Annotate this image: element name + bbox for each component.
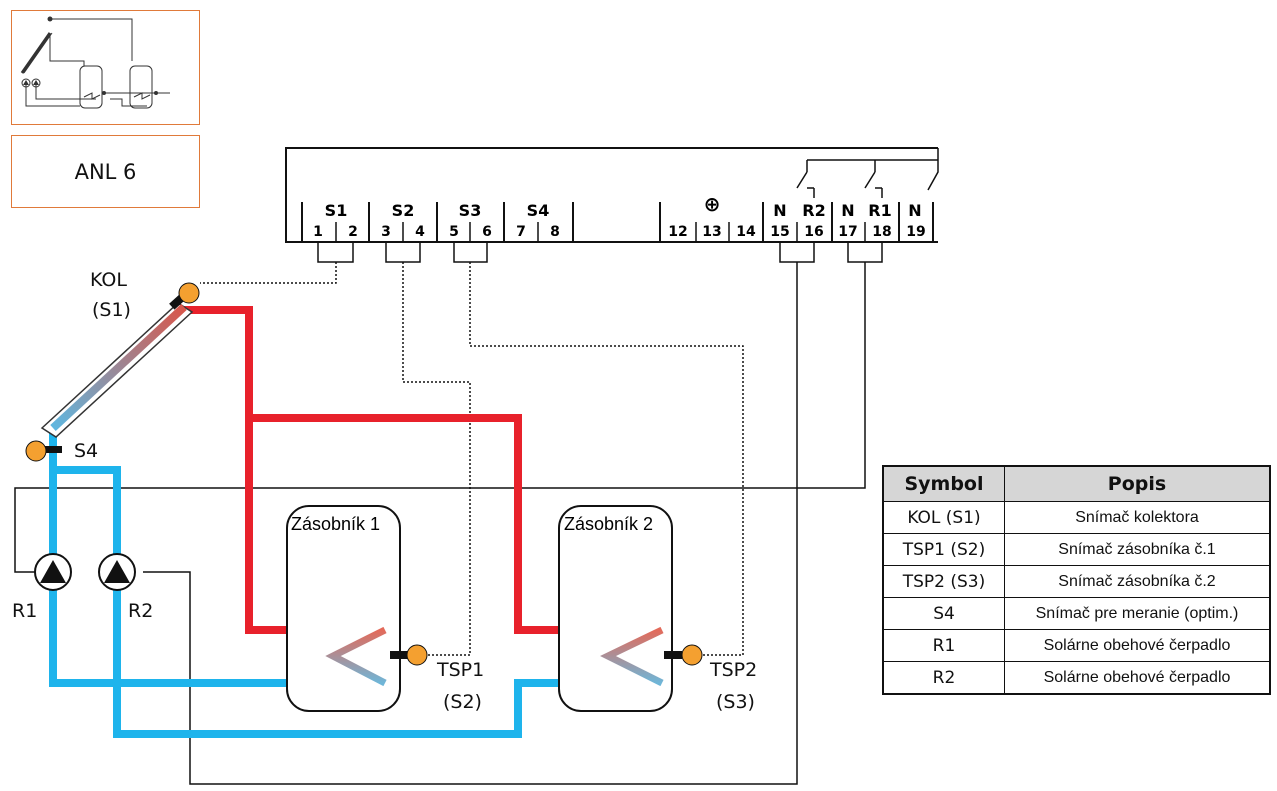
pump-power-wiring: [14, 262, 866, 785]
terminal-group-s4: S4: [527, 201, 550, 220]
terminal-group-s2: S2: [392, 201, 415, 220]
tsp2-sub-label: (S3): [716, 691, 755, 713]
sensor-s4-icon: [25, 440, 47, 462]
relay-contacts-icon: [796, 148, 939, 198]
terminal-4: 4: [415, 224, 425, 240]
kol-label: KOL: [90, 269, 127, 291]
legend-desc: Solárne obehové čerpadlo: [1004, 661, 1271, 695]
legend-table: Symbol Popis KOL (S1) Snímač kolektora T…: [882, 465, 1271, 695]
tsp1-label: TSP1: [436, 659, 484, 681]
sensor-kol-icon: [178, 282, 200, 304]
terminal-19: 19: [906, 224, 925, 240]
system-thumbnail: [11, 10, 200, 125]
terminal-group-s1: S1: [325, 201, 348, 220]
terminal-r2: R2: [802, 201, 825, 220]
terminal-6: 6: [482, 224, 492, 240]
table-row: TSP1 (S2) Snímač zásobníka č.1: [882, 533, 1271, 566]
pump-r1-icon: [34, 553, 72, 591]
table-row: R1 Solárne obehové čerpadlo: [882, 629, 1271, 662]
terminal-13: 13: [702, 224, 721, 240]
legend-symbol: KOL (S1): [882, 501, 1005, 534]
r1-label: R1: [12, 600, 37, 622]
legend-desc: Solárne obehové čerpadlo: [1004, 629, 1271, 662]
terminal-12: 12: [668, 224, 687, 240]
r2-label: R2: [128, 600, 153, 622]
terminal-18: 18: [872, 224, 891, 240]
solar-collector: [40, 294, 194, 438]
legend-symbol: S4: [882, 597, 1005, 630]
mini-schematic-icon: [20, 16, 170, 109]
terminal-r1: R1: [868, 201, 891, 220]
sensor-wiring: [200, 262, 744, 656]
terminal-2: 2: [348, 224, 358, 240]
legend-symbol: TSP2 (S3): [882, 565, 1005, 598]
legend-desc: Snímač zásobníka č.2: [1004, 565, 1271, 598]
ground-symbol-icon: ⊕: [704, 192, 721, 216]
tank-1-label: Zásobník 1: [291, 514, 380, 534]
model-title: ANL 6: [11, 135, 200, 208]
tank-1: Zásobník 1: [286, 505, 401, 712]
terminal-n-15: N: [773, 201, 786, 220]
legend-desc: Snímač zásobníka č.1: [1004, 533, 1271, 566]
legend-header-desc: Popis: [1004, 465, 1271, 502]
legend-desc: Snímač kolektora: [1004, 501, 1271, 534]
terminal-3: 3: [381, 224, 391, 240]
terminal-17: 17: [838, 224, 857, 240]
legend-symbol: TSP1 (S2): [882, 533, 1005, 566]
controller-terminal-block: S1 S2 S3 S4 1 2 3 4 5 6 7 8 12 13 14 15 …: [285, 147, 939, 263]
s4-label: S4: [74, 440, 98, 462]
legend-header-symbol: Symbol: [882, 465, 1005, 502]
kol-sub-label: (S1): [92, 299, 131, 321]
table-row: S4 Snímač pre meranie (optim.): [882, 597, 1271, 630]
table-row: R2 Solárne obehové čerpadlo: [882, 661, 1271, 695]
legend-symbol: R2: [882, 661, 1005, 695]
legend-desc: Snímač pre meranie (optim.): [1004, 597, 1271, 630]
terminal-1: 1: [313, 224, 323, 240]
terminal-8: 8: [550, 224, 560, 240]
cold-return-pipe: [49, 428, 662, 738]
terminal-group-s3: S3: [459, 201, 482, 220]
tsp1-sub-label: (S2): [443, 691, 482, 713]
terminal-5: 5: [449, 224, 459, 240]
table-row: KOL (S1) Snímač kolektora: [882, 501, 1271, 534]
table-row: TSP2 (S3) Snímač zásobníka č.2: [882, 565, 1271, 598]
terminal-7: 7: [516, 224, 526, 240]
tank-2-label: Zásobník 2: [564, 514, 653, 534]
terminal-14: 14: [736, 224, 756, 240]
terminal-16: 16: [804, 224, 823, 240]
terminal-n-19: N: [908, 201, 921, 220]
pump-r2-icon: [98, 553, 136, 591]
terminal-n-17: N: [841, 201, 854, 220]
sensor-tsp2-icon: [681, 644, 703, 666]
tank-2: Zásobník 2: [558, 505, 673, 712]
terminal-15: 15: [770, 224, 789, 240]
sensor-tsp1-icon: [406, 644, 428, 666]
tsp2-label: TSP2: [709, 659, 757, 681]
legend-symbol: R1: [882, 629, 1005, 662]
